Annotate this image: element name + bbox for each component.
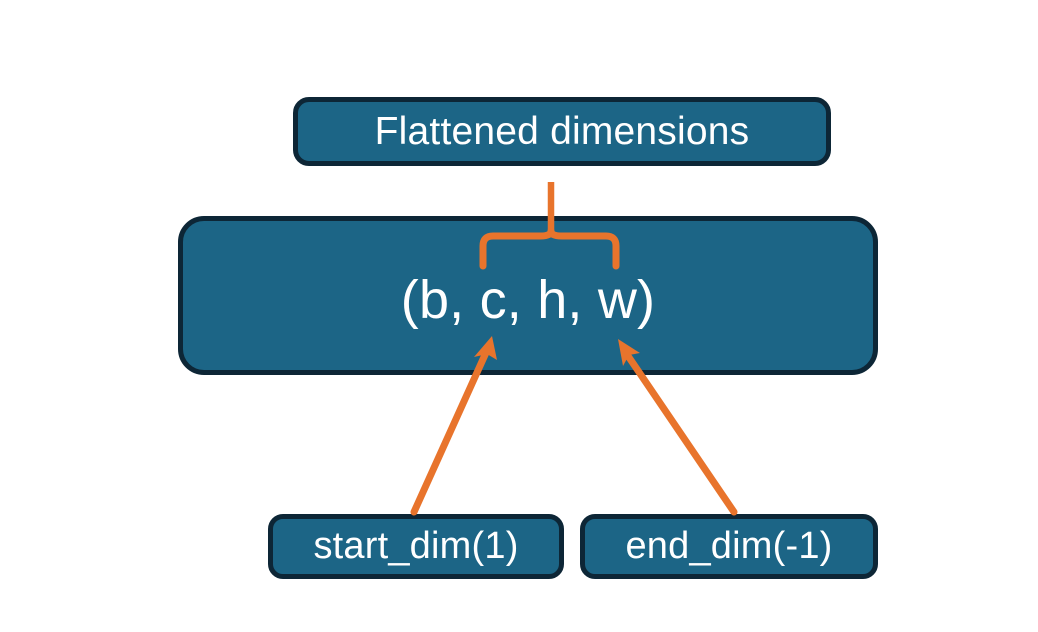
start-dim-label: start_dim(1) (313, 525, 519, 567)
end-dim-box: end_dim(-1) (580, 514, 878, 579)
flattened-dimensions-box: Flattened dimensions (293, 97, 831, 166)
flattened-dimensions-label: Flattened dimensions (374, 109, 750, 153)
tensor-shape-box: (b, c, h, w) (178, 216, 878, 375)
tensor-shape-label: (b, c, h, w) (400, 270, 656, 330)
end-dim-label: end_dim(-1) (625, 525, 833, 567)
start-dim-box: start_dim(1) (268, 514, 564, 579)
